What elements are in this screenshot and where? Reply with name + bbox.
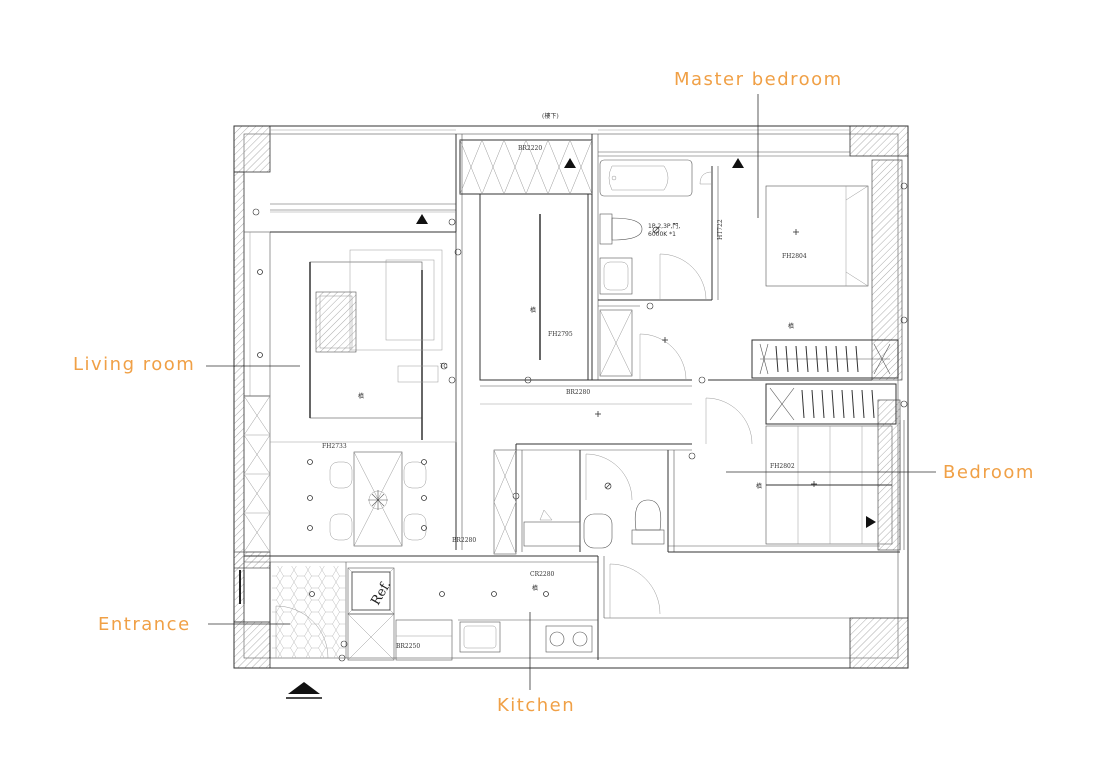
rug <box>315 291 357 353</box>
entrance-area <box>239 566 346 659</box>
bedroom-wardrobe <box>765 383 897 425</box>
label-living-room: Living room <box>73 354 195 375</box>
sink-icon <box>599 257 633 295</box>
label-entrance: Entrance <box>98 614 191 635</box>
br2220-text: BR2220 <box>518 145 542 152</box>
north-arrow-icon <box>286 682 322 699</box>
tc-mark: TC <box>439 363 448 370</box>
bath-note-2: 6000K *1 <box>648 231 676 238</box>
master-bedroom-area: FH2804 HT722 槙 <box>639 171 899 381</box>
bedroom-bed <box>765 425 893 545</box>
ceiling-crosshairs <box>595 229 817 487</box>
bathroom-lower <box>493 449 665 555</box>
cr2280-text: CR2280 <box>530 571 555 578</box>
bath-note-1: 1P,2,3P,門, <box>648 223 680 230</box>
bedroom-area: FH2802 槙 <box>756 383 897 545</box>
label-master-bedroom: Master bedroom <box>674 69 843 90</box>
pillar-top-right <box>849 125 909 157</box>
section-triangle-icon <box>416 158 876 528</box>
fh2802-text: FH2802 <box>770 463 795 470</box>
pillar-top-left <box>233 125 271 173</box>
sofa-icon <box>349 249 443 383</box>
fridge-icon <box>351 571 391 611</box>
outer-walls <box>233 125 909 669</box>
storage-room: BR2220 FH2795 槙 (樓下) <box>459 112 593 360</box>
label-bedroom: Bedroom <box>943 462 1035 483</box>
living-ceiling-mark: 槙 <box>358 392 364 400</box>
right-wall-column <box>871 159 903 381</box>
master-ceiling-mark: 槙 <box>788 322 794 330</box>
master-wardrobe <box>751 339 899 379</box>
bathtub-icon <box>599 159 693 197</box>
br2280-kitchen-text: BR2280 <box>452 537 476 544</box>
windows <box>270 129 905 550</box>
stair-note-text: (樓下) <box>542 112 559 120</box>
br2280-hall-text: BR2280 <box>566 389 590 396</box>
bedroom-ceiling-mark: 槙 <box>756 482 762 490</box>
kitchen-ceiling-mark: 槙 <box>532 584 538 592</box>
toilet-icon <box>599 213 643 245</box>
toilet-lower-icon <box>631 499 665 545</box>
leader-lines <box>206 94 936 690</box>
bed-icon <box>765 185 869 287</box>
storage-ceiling-mark: 槙 <box>530 306 536 314</box>
pillar-bottom-left <box>233 621 271 669</box>
br2250-text: BR2250 <box>396 643 420 650</box>
hallway: BR2280 <box>480 389 753 445</box>
pillar-bottom-right <box>849 617 909 669</box>
fh2804-text: FH2804 <box>782 253 807 260</box>
kitchen-area: Ref. BR2250 CR2280 槙 BR2280 <box>347 537 661 661</box>
cooktop-icon <box>545 625 593 653</box>
living-lights <box>257 269 427 531</box>
label-kitchen: Kitchen <box>497 695 575 716</box>
dining-table-icon <box>329 451 427 547</box>
sink-kitchen-icon <box>459 621 501 653</box>
bathroom-top: 1P,2,3P,門, 6000K *1 <box>599 159 707 377</box>
fh2733-text: FH2733 <box>322 443 347 450</box>
living-room-area: FH2733 槙 TC <box>243 182 908 662</box>
room-labels: Master bedroom Living room Bedroom Entra… <box>73 69 1035 716</box>
fh2795-text: FH2795 <box>548 331 573 338</box>
ht722-text: HT722 <box>717 219 724 240</box>
